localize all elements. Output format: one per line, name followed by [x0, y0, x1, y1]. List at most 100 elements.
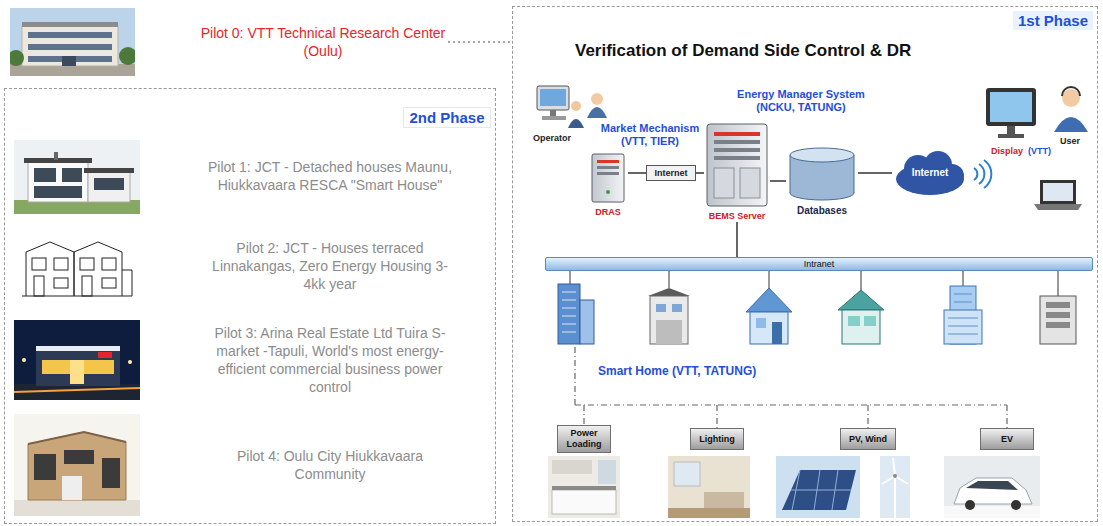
pilot-item-graphic	[94, 178, 124, 190]
server-node: DRAS	[588, 152, 628, 218]
network-label: Internet	[654, 167, 687, 179]
building-icon	[580, 300, 594, 344]
building-icon	[648, 288, 690, 296]
server-node-graphic	[588, 152, 628, 204]
intranet-drop-wire	[570, 271, 1058, 296]
pilot-item-graphic	[34, 186, 82, 198]
server-node-graphic	[714, 168, 734, 198]
pilot-item-graphic	[36, 346, 120, 351]
connector-line	[736, 222, 738, 257]
intranet-bus: Intranet	[545, 257, 1093, 271]
server-node-graphic	[606, 190, 610, 194]
smart-home-tree	[575, 404, 1007, 405]
device-label: Power Loading	[558, 428, 610, 450]
intranet-drop-wire	[1057, 271, 1058, 296]
living-room-photo	[668, 456, 750, 518]
pilot-item-graphic	[14, 414, 140, 516]
kitchen-photo	[552, 486, 616, 490]
device-label: Lighting	[699, 434, 735, 445]
pilot-item-graphic	[14, 320, 140, 400]
wind-turbine-photo	[894, 476, 896, 518]
pilot-item: Pilot 1: JCT - Detached houses Maunu, Hi…	[10, 132, 490, 220]
bus-label: Intranet	[804, 259, 835, 270]
operator-icon	[540, 89, 566, 106]
server-node-graphic	[740, 168, 760, 198]
phase-group: 2nd PhasePilot 1: JCT - Detached houses …	[4, 88, 496, 524]
pilot-item-graphic	[14, 500, 140, 516]
pilot-item-graphic	[88, 172, 130, 202]
pilot-item-graphic	[26, 242, 74, 296]
kitchen-photo	[548, 456, 620, 518]
building-icon	[656, 304, 666, 312]
building-icon	[1046, 302, 1070, 308]
pilot-item-graphic	[62, 476, 82, 500]
wireless-symbol	[979, 164, 984, 184]
pilot-item-graphic	[10, 8, 135, 76]
server-node-graphic	[707, 124, 767, 206]
component-label: Smart Home (VTT, TATUNG)	[598, 364, 756, 379]
component-label-holder: Market Mechanism (VTT, TIER)	[596, 122, 704, 148]
building-icon	[848, 316, 860, 326]
electric-car-photo	[965, 500, 975, 510]
display-icon	[998, 134, 1024, 138]
connector-line	[858, 172, 892, 174]
living-room-photo	[668, 508, 750, 518]
smart-home-tree	[574, 347, 575, 405]
database-label: Databases	[797, 205, 847, 217]
user-icon	[1054, 117, 1088, 132]
electric-car-photo	[1011, 500, 1021, 510]
server-label: BEMS Server	[709, 211, 766, 222]
building-icon	[948, 294, 978, 334]
pilot-title: Pilot 0: VTT Technical Research Center (…	[198, 24, 448, 60]
pilot-item-graphic	[98, 352, 112, 358]
connector-line	[696, 172, 704, 174]
device-box: PV, Wind	[840, 428, 896, 450]
server-node: BEMS Server	[704, 122, 770, 222]
intranet-drop-wire	[768, 271, 769, 288]
pilot-caption: Pilot 4: Oulu City Hiukkavaara Community	[205, 447, 455, 483]
pilot-item-graphic	[84, 168, 134, 173]
pilot-item-graphic	[119, 47, 135, 65]
pilot-caption: Pilot 2: JCT - Houses terraced Linnakang…	[205, 239, 455, 293]
user-icon	[1054, 87, 1088, 132]
laptop-icon	[1040, 180, 1076, 204]
laptop-icon	[1043, 183, 1073, 201]
pilot-item-graphic	[28, 432, 126, 444]
user-icon	[1062, 87, 1080, 96]
smart-home-tree	[867, 405, 868, 428]
pilot-item-graphic	[22, 26, 118, 66]
connector-line	[628, 172, 646, 174]
pilot-item-graphic	[14, 140, 140, 214]
pilot-item-graphic	[14, 230, 140, 302]
pilot-item-graphic	[22, 358, 26, 362]
icon-label-holder: Display	[991, 146, 1023, 157]
electric-car-photo	[966, 481, 1018, 490]
pilot-item-graphic	[64, 450, 94, 464]
pilot-item-graphic	[32, 258, 46, 270]
living-room-photo	[668, 456, 750, 518]
laptop-icon	[1034, 180, 1082, 210]
server-node-graphic	[597, 172, 619, 175]
pilot-item-graphic	[34, 168, 56, 182]
server-node-graphic	[597, 166, 619, 169]
wireless-symbol	[974, 160, 991, 188]
phase-group: 1st PhaseVerification of Demand Side Con…	[512, 6, 1098, 522]
server-node-graphic	[714, 140, 760, 144]
building-icon	[864, 316, 876, 326]
pilot-item-graphic	[62, 168, 82, 182]
kitchen-photo	[548, 456, 620, 518]
component-label: Market Mechanism (VTT, TIER)	[596, 122, 704, 148]
person-icon	[591, 93, 603, 105]
pilot-item-graphic	[82, 276, 92, 296]
building-icon	[558, 284, 1076, 344]
solar-panel-photo	[776, 456, 860, 518]
device-label: PV, Wind	[849, 434, 887, 445]
phase-label: 2nd Phase	[403, 107, 491, 128]
device-label: EV	[1001, 434, 1013, 445]
pilot-item-graphic	[14, 384, 140, 400]
pilot-item-graphic	[54, 258, 68, 270]
pilot-item-graphic	[14, 230, 140, 302]
operator-icon	[542, 116, 566, 120]
operator-icon	[571, 101, 581, 111]
living-room-photo	[674, 462, 700, 486]
